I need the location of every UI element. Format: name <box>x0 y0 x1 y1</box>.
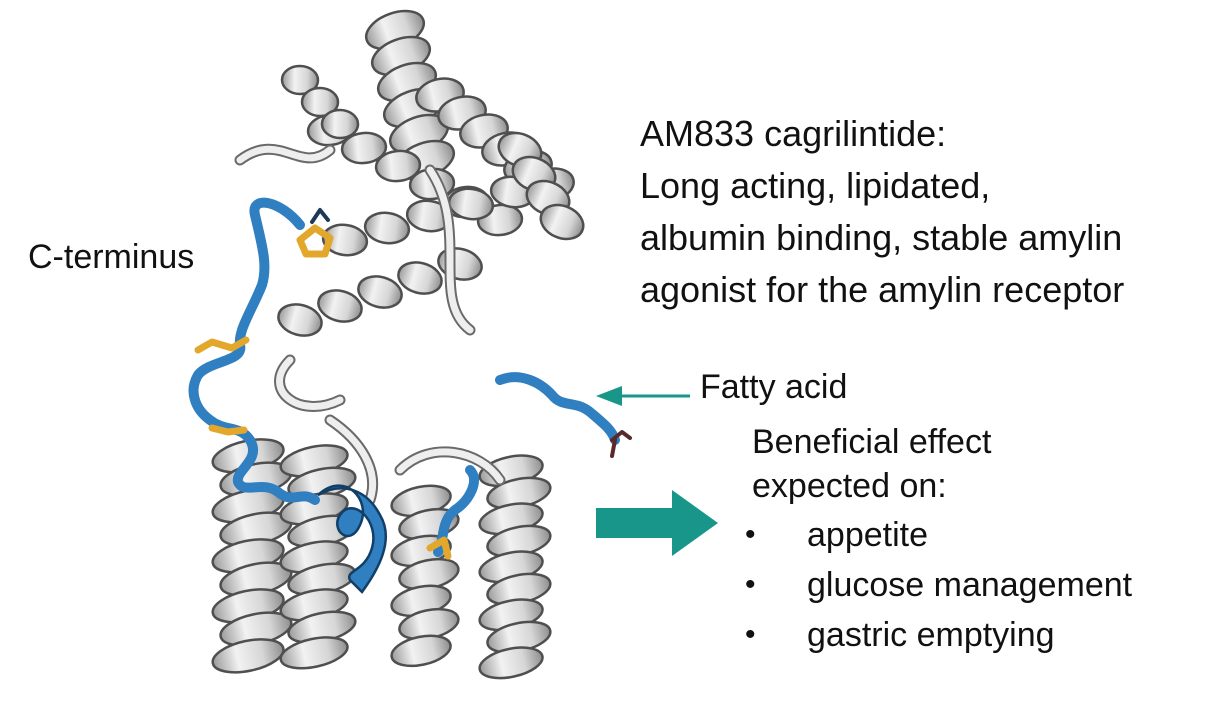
list-item: • gastric emptying <box>745 610 1132 660</box>
helix-turn <box>340 131 388 165</box>
title-line-1: AM833 cagrilintide: <box>640 113 947 154</box>
helix-turn <box>300 86 340 118</box>
helix-turn <box>539 203 585 241</box>
title-line-4: agonist for the amylin receptor <box>640 269 1125 310</box>
c-terminus-label: C-terminus <box>28 238 195 276</box>
list-item: • glucose management <box>745 560 1132 610</box>
title-line-2: Long acting, lipidated, <box>640 165 991 206</box>
effect-heading: Beneficial effect expected on: <box>752 420 991 508</box>
bullet-icon: • <box>745 618 756 651</box>
list-item: • appetite <box>745 510 1132 560</box>
helix-turn <box>478 646 544 680</box>
list-item-text: gastric emptying <box>807 615 1055 654</box>
list-item-text: glucose management <box>807 565 1133 604</box>
side-chain <box>296 224 334 258</box>
side-chain <box>310 208 330 224</box>
helix-turn <box>397 261 443 295</box>
effect-heading-line-2: expected on: <box>752 467 947 505</box>
helix-turn <box>374 149 422 183</box>
connecting-loops-fill <box>236 145 504 504</box>
effect-list: • appetite • glucose management • gastri… <box>745 510 1132 660</box>
helix-turn <box>357 275 403 309</box>
side-chain <box>194 336 250 354</box>
helix-turn <box>317 289 363 323</box>
title-line-3: albumin binding, stable amylin <box>640 217 1123 258</box>
effect-heading-line-1: Beneficial effect <box>752 423 992 461</box>
fatty-acid-end <box>610 430 632 458</box>
thick-right-arrow-icon <box>596 490 718 556</box>
list-item-text: appetite <box>807 515 928 554</box>
side-chain <box>208 424 248 436</box>
bullet-icon: • <box>745 518 756 551</box>
helix-turn <box>363 211 411 245</box>
side-chain <box>426 536 452 560</box>
helix-turn <box>211 638 285 674</box>
bullet-icon: • <box>745 568 756 601</box>
thin-left-arrow-icon <box>596 386 690 406</box>
peptide-helix <box>317 484 387 594</box>
helix-turn <box>320 108 360 140</box>
helix-turn <box>280 64 320 96</box>
title-block: AM833 cagrilintide: Long acting, lipidat… <box>640 108 1124 316</box>
fatty-acid-label: Fatty acid <box>700 368 848 406</box>
helix-turn <box>279 636 349 670</box>
helix-turn <box>390 634 452 668</box>
upper-domain-helices <box>277 9 585 337</box>
helix-turn <box>277 303 323 337</box>
side-chains <box>194 208 632 560</box>
